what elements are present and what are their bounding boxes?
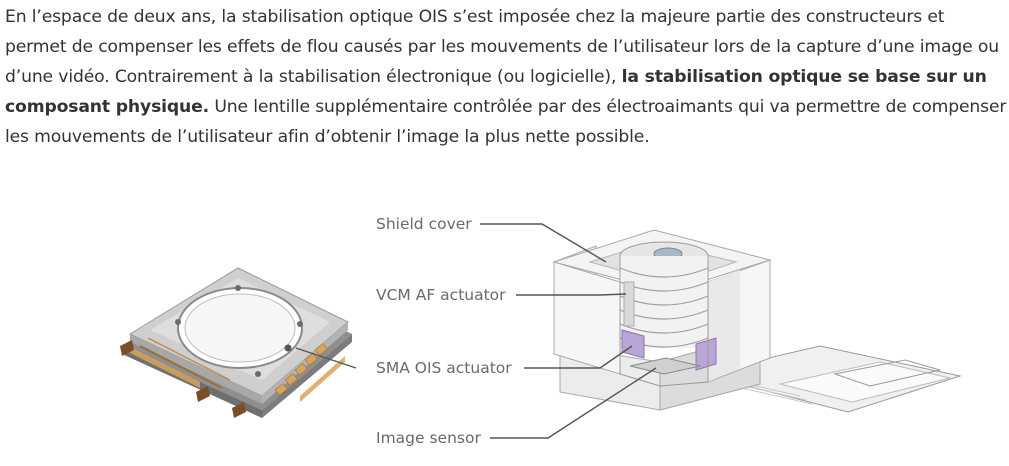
leader-line-vcm-af-actuator bbox=[516, 293, 627, 296]
diagram-illustration bbox=[120, 223, 962, 439]
label-sma-ois-actuator: SMA OIS actuator bbox=[376, 359, 512, 377]
article-paragraph: En l’espace de deux ans, la stabilisatio… bbox=[5, 2, 1007, 152]
label-vcm-af-actuator: VCM AF actuator bbox=[376, 286, 506, 304]
label-image-sensor: Image sensor bbox=[376, 429, 481, 447]
leader-lines bbox=[295, 223, 657, 439]
leader-line-sma-ois-actuator-right bbox=[524, 345, 633, 369]
paragraph-text-start: En l’espace de deux ans, la stabilisatio… bbox=[5, 7, 999, 87]
label-shield-cover: Shield cover bbox=[376, 215, 472, 233]
ois-camera-module-diagram: Shield cover VCM AF actuator SMA OIS act… bbox=[0, 196, 1009, 466]
leader-line-image-sensor bbox=[490, 367, 657, 439]
paragraph-text-end: Une lentille supplémentaire contrôlée pa… bbox=[5, 97, 1007, 147]
camera-module-illustration bbox=[552, 229, 962, 413]
leader-line-shield-cover bbox=[480, 223, 607, 263]
leader-line-sma-ois-actuator-left bbox=[295, 347, 357, 369]
sma-actuator-plate-illustration bbox=[120, 267, 352, 418]
paragraph-bold-text: la stabilisation optique se base sur un … bbox=[5, 67, 987, 117]
